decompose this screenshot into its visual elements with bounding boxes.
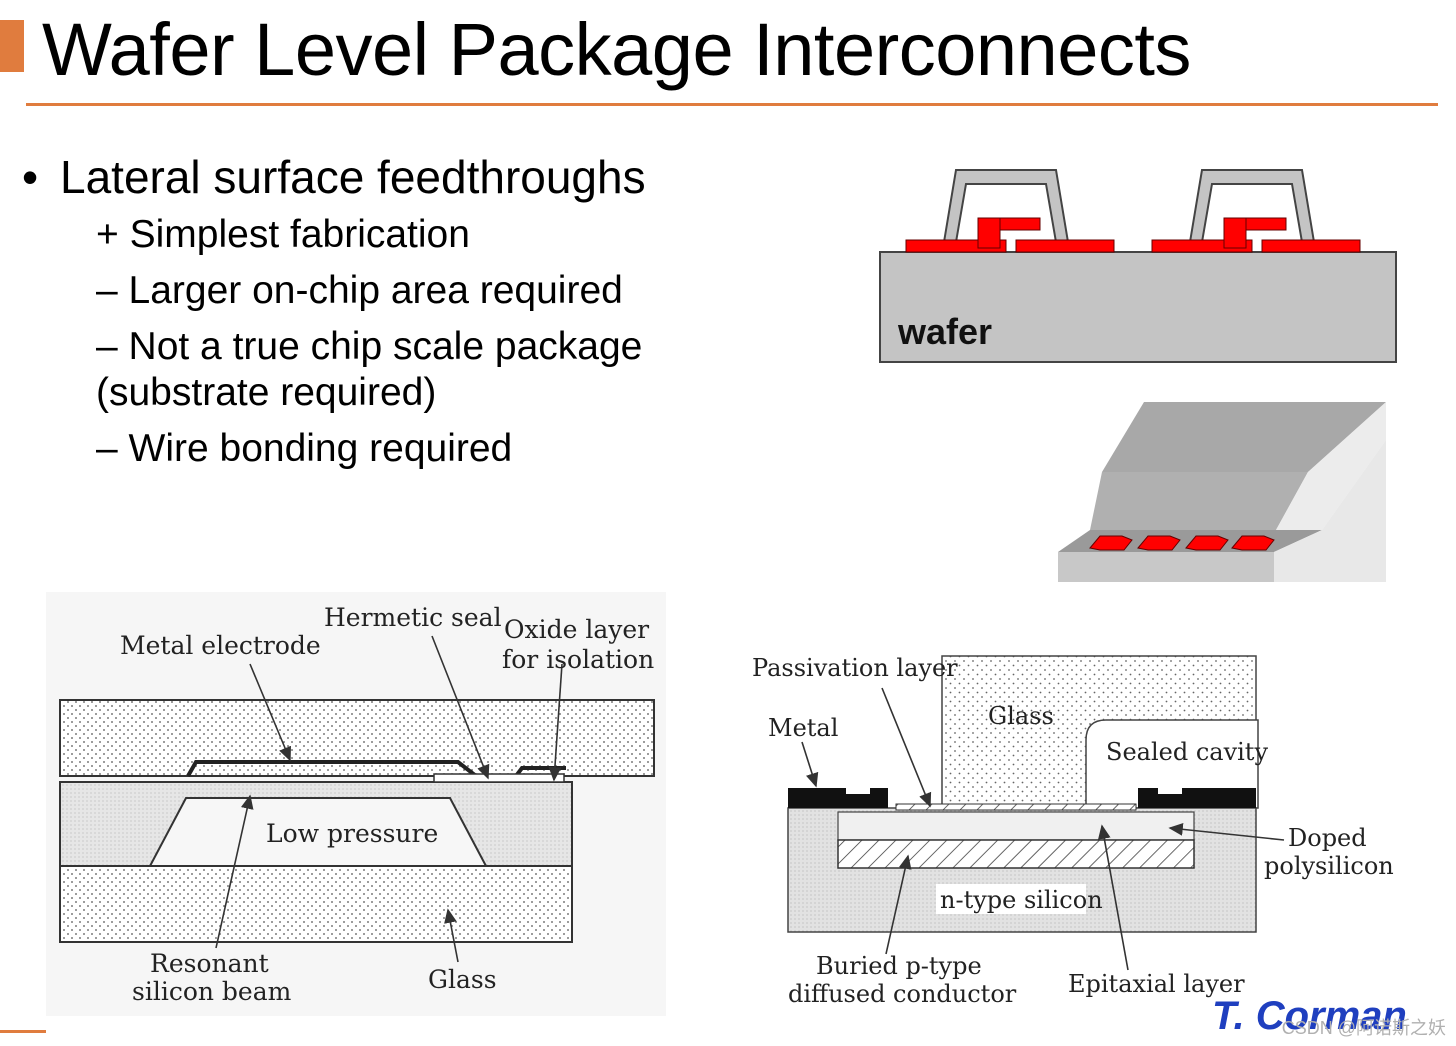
sub-item-larger-area: – Larger on-chip area required (96, 269, 623, 312)
chip-pad (1089, 535, 1133, 551)
chip-slope-face (1090, 472, 1308, 530)
leader-glass (444, 908, 459, 963)
label-metal-electrode: Metal electrode (120, 631, 321, 660)
wafer-pad (1015, 239, 1115, 253)
chip-right-lower (1274, 440, 1386, 582)
label-hermetic-seal: Hermetic seal (324, 603, 502, 632)
low-pressure-cavity (148, 797, 488, 867)
sealed-cavity (1085, 719, 1259, 809)
chip-pad (1231, 535, 1275, 551)
label-metal: Metal (768, 714, 838, 742)
sub-item-simplest: + Simplest fabrication (96, 213, 470, 256)
leader-oxide (548, 663, 563, 782)
sub-item-wire-bonding: – Wire bonding required (96, 427, 513, 470)
metal-pad-right (1138, 788, 1256, 808)
label-doped-line2: polysilicon (1264, 852, 1394, 880)
wafer-label: wafer (897, 311, 992, 352)
leader-epitaxial (1097, 824, 1129, 971)
wafer-pad (1261, 239, 1361, 253)
label-resonant-line2: silicon beam (132, 977, 292, 1006)
sub-item-not-chip-scale: – Not a true chip scale package (96, 325, 643, 368)
wafer-cap-right (1188, 169, 1316, 243)
leader-buried (885, 854, 912, 955)
chip-front-face (1058, 552, 1274, 582)
label-oxide-line1: Oxide layer (504, 615, 649, 644)
bullet-main: • Lateral surface feedthroughs (22, 148, 822, 206)
top-glass-layer (59, 699, 655, 777)
slide-title: Wafer Level Package Interconnects (42, 8, 1191, 91)
wafer-body (879, 251, 1397, 363)
leader-resonant-beam (215, 794, 254, 949)
chip-right-side (1276, 402, 1386, 530)
buried-conductor (837, 839, 1195, 869)
chip-3d-view (1058, 402, 1386, 582)
author-signature: T. Corman (1212, 994, 1407, 1038)
chip-pad (1185, 535, 1229, 551)
label-resonant-line1: Resonant (150, 949, 269, 978)
leader-metal (801, 741, 819, 788)
label-passivation: Passivation layer (752, 654, 958, 682)
wafer-pad (1223, 217, 1247, 249)
title-accent-marker (0, 20, 24, 72)
label-buried-line2: diffused conductor (788, 980, 1017, 1008)
sealed-cavity-cross-section: Passivation layer Metal Glass Sealed cav… (752, 654, 1394, 1008)
wafer-cross-section: wafer (879, 169, 1397, 363)
chip-pad (1137, 535, 1181, 551)
oxide-isolation (433, 773, 565, 783)
bullet-list: • Lateral surface feedthroughs (22, 148, 822, 206)
passivation-layer (895, 803, 1137, 811)
epitaxial-band (837, 811, 1195, 841)
n-type-label-bg (936, 884, 1086, 914)
csdn-watermark: CSDN @阿诺斯之妖 (1281, 1018, 1446, 1038)
label-doped-line1: Doped (1288, 824, 1367, 852)
bottom-glass-layer (59, 865, 573, 943)
label-oxide-line2: for isolation (502, 645, 654, 674)
chip-top-face (1102, 402, 1386, 472)
label-low-pressure: Low pressure (266, 819, 438, 848)
leader-metal-electrode (249, 663, 291, 762)
wafer-cap-left (942, 169, 1070, 243)
sub-item-substrate: (substrate required) (96, 371, 437, 414)
label-glass-left: Glass (428, 965, 497, 994)
label-buried-line1: Buried p-type (816, 952, 982, 980)
resonator-cross-section: Metal electrode Hermetic seal Oxide laye… (46, 592, 666, 1016)
corner-accent-line (0, 1030, 46, 1033)
title-underline (26, 103, 1438, 106)
leader-doped (1168, 822, 1285, 841)
metal-pad-left (788, 788, 888, 808)
label-sealed-cavity: Sealed cavity (1106, 738, 1268, 766)
label-n-type: n-type silicon (940, 886, 1103, 914)
bullet-main-text: Lateral surface feedthroughs (60, 151, 646, 203)
label-glass-right: Glass (988, 702, 1054, 730)
label-epitaxial: Epitaxial layer (1068, 970, 1245, 998)
leader-passivation (881, 687, 932, 808)
wafer-pad (977, 217, 1001, 249)
bullet-dot: • (22, 151, 39, 203)
leader-hermetic-seal (431, 635, 490, 780)
